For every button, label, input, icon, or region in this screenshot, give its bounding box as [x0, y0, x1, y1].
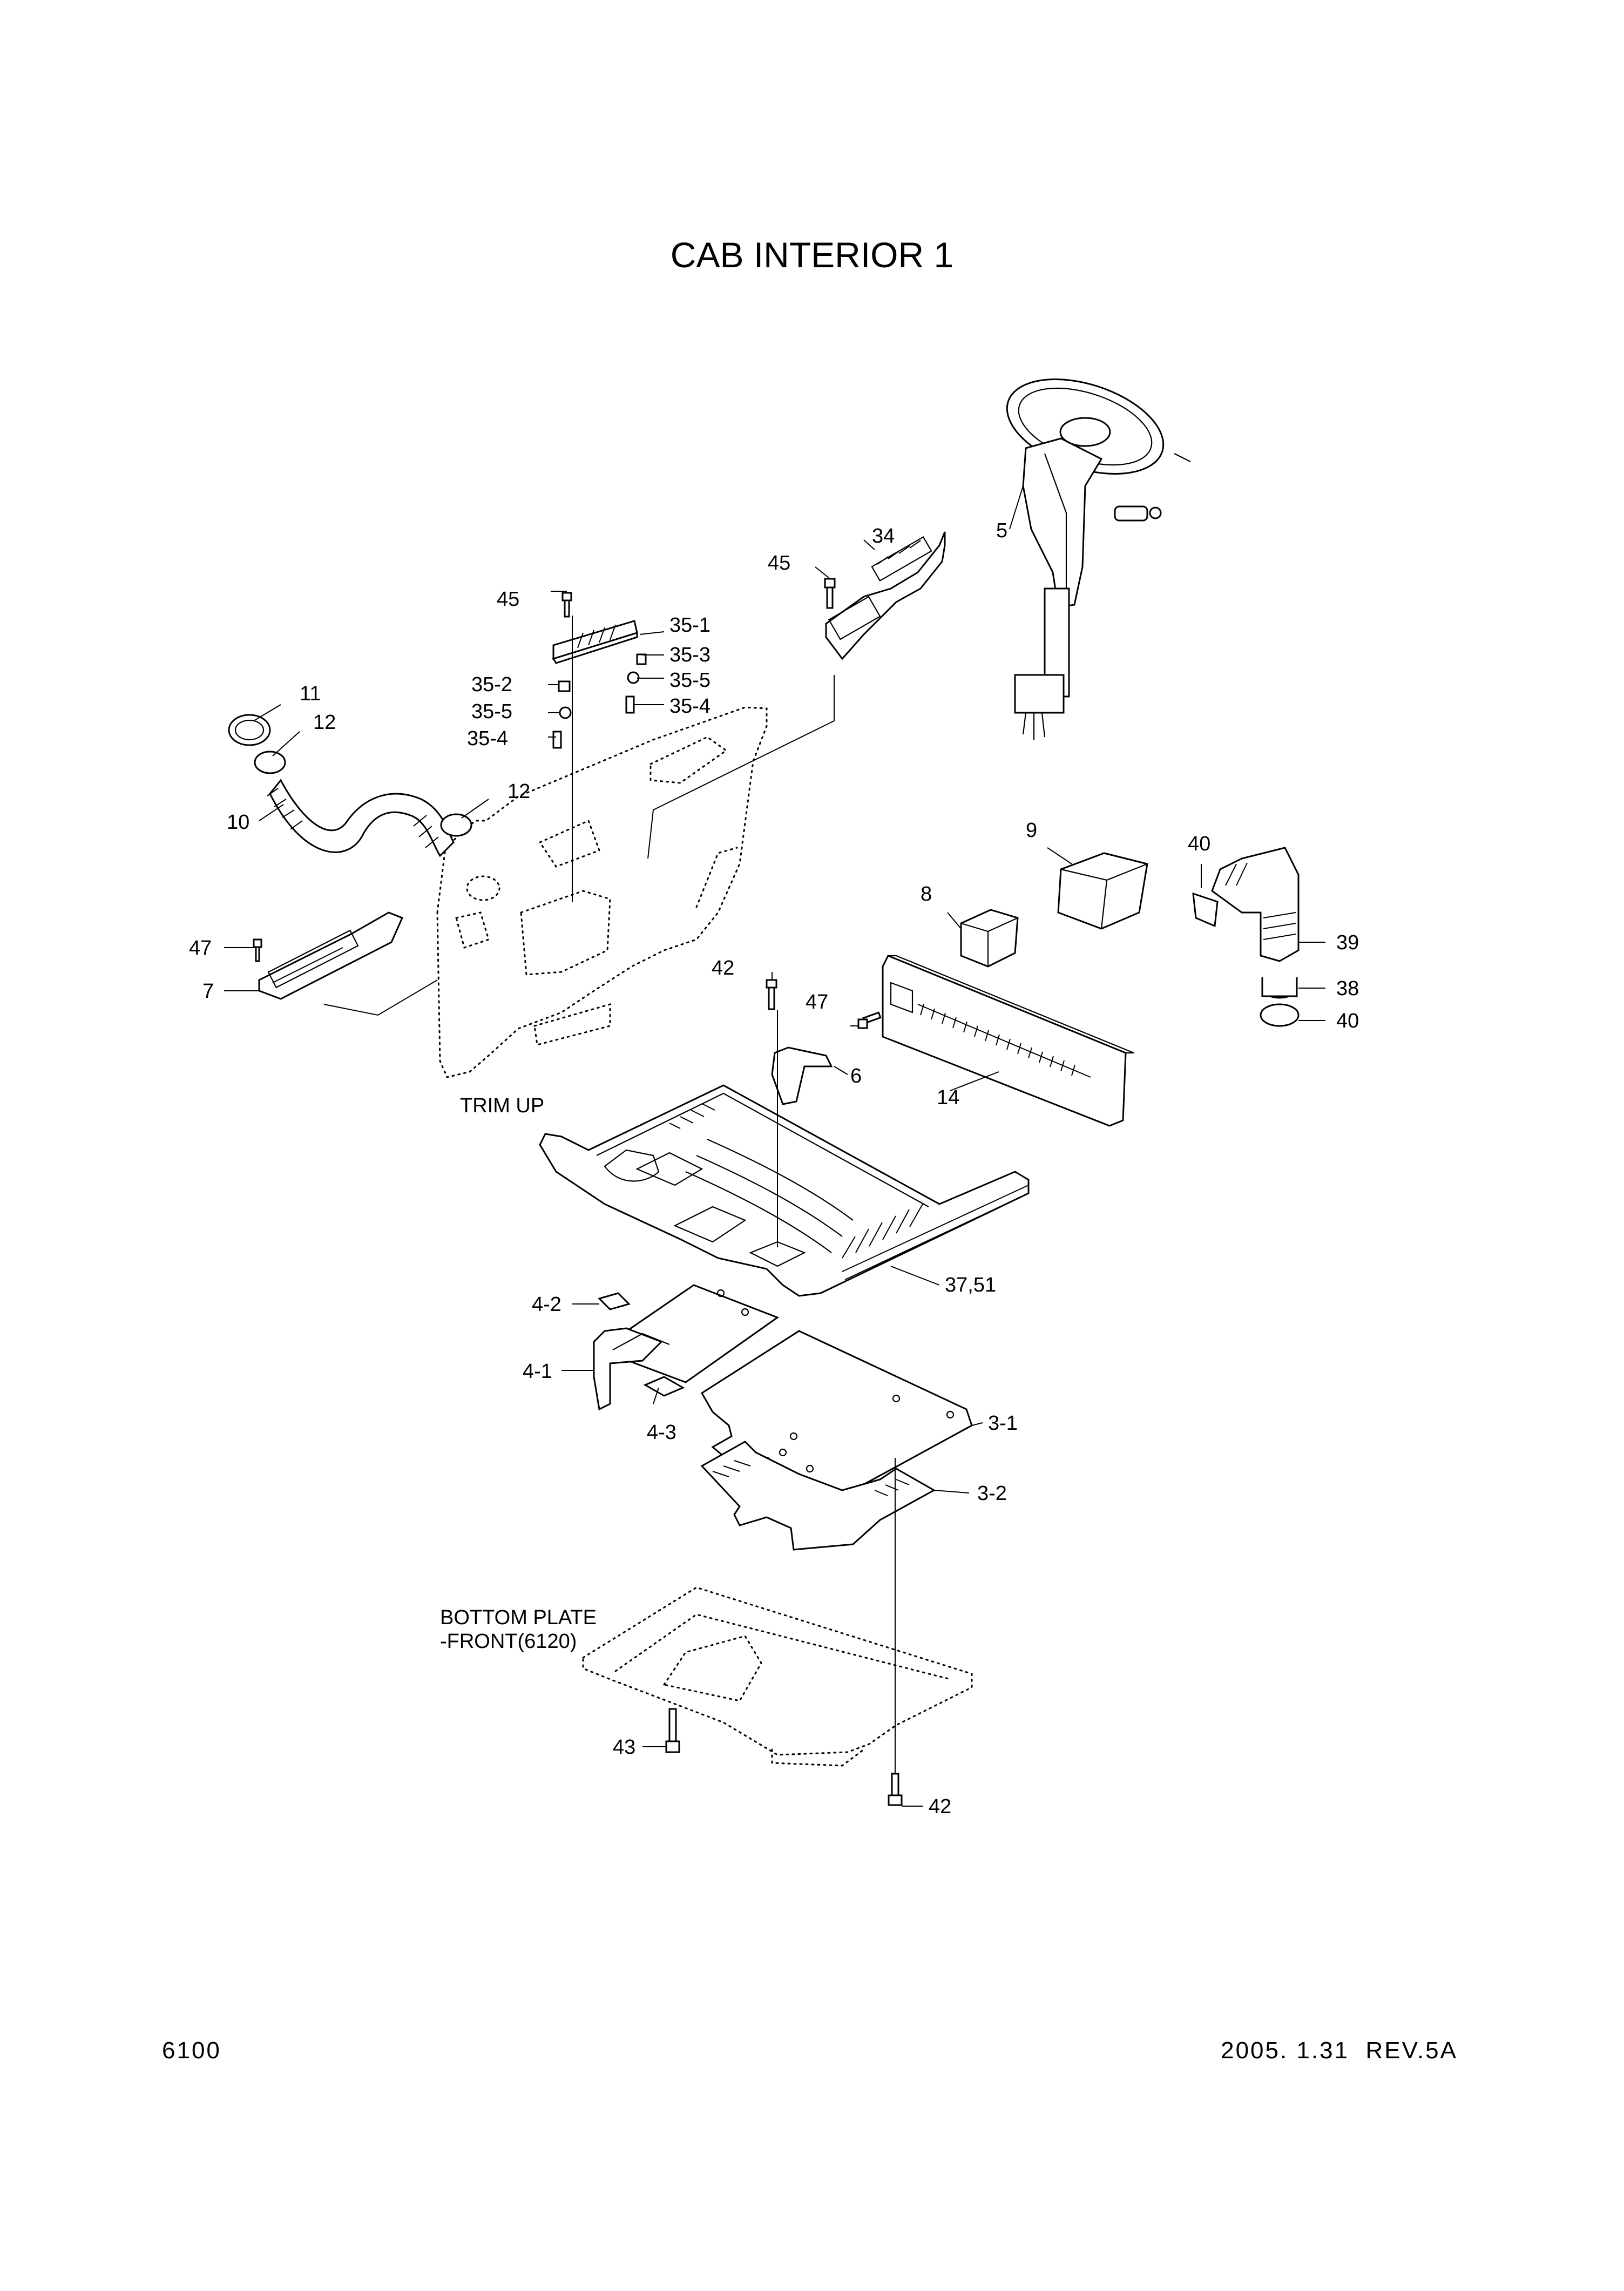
air-duct-8 [960, 909, 1019, 968]
front-panel-14 [882, 955, 1134, 1127]
callout-43: 43 [613, 1736, 635, 1759]
callout-35-5-right: 35-5 [669, 669, 710, 692]
bolt-42-upper [766, 979, 777, 1010]
callout-5: 5 [996, 519, 1007, 542]
callout-42-lower: 42 [929, 1795, 951, 1818]
duct-cap-38 [1261, 977, 1298, 999]
leader-lines [224, 485, 1325, 1807]
callout-labels: 34 45 45 5 35-1 35-3 35-2 35-5 35-5 35-4… [189, 519, 1359, 1818]
trim-up-panel-reference [436, 706, 768, 1078]
elbow-duct-39 [1211, 847, 1300, 962]
console-base-plate-4 [593, 1284, 780, 1411]
diagram-title: CAB INTERIOR 1 [671, 235, 953, 275]
callout-40-upper: 40 [1188, 833, 1210, 855]
callout-4-1: 4-1 [523, 1360, 552, 1383]
duct-nozzle-40-lower [1260, 1003, 1300, 1027]
callout-42-upper: 42 [712, 957, 734, 979]
floor-mat-37-51 [539, 1084, 1030, 1297]
steering-column-part [1006, 379, 1191, 740]
callout-6: 6 [850, 1065, 862, 1087]
callout-14: 14 [937, 1086, 959, 1109]
callout-35-4-right: 35-4 [669, 695, 710, 718]
callout-4-3: 4-3 [647, 1421, 676, 1444]
callout-11: 11 [300, 682, 321, 705]
note-bottom-plate-line2: -FRONT(6120) [440, 1630, 577, 1653]
note-trim-up: TRIM UP [460, 1094, 544, 1117]
callout-40-lower: 40 [1336, 1010, 1359, 1032]
callout-35-3: 35-3 [669, 644, 710, 666]
callout-9: 9 [1026, 819, 1037, 842]
clip-4-3 [643, 1376, 685, 1397]
callout-47-left: 47 [189, 937, 212, 959]
clip-4-2 [598, 1292, 631, 1310]
callout-34: 34 [872, 525, 895, 548]
callout-38: 38 [1336, 977, 1359, 1000]
bolt-45-upper-right [824, 578, 836, 609]
bottom-plate-front-reference [582, 1586, 973, 1767]
hose-clamp-12-lower [440, 813, 472, 837]
air-duct-7 [253, 911, 404, 1000]
vent-grille-assembly [552, 592, 647, 749]
callout-12-upper: 12 [313, 711, 336, 734]
duct-nozzle-40-upper [1192, 892, 1219, 928]
hose-clamp-11 [228, 714, 271, 746]
callout-4-2: 4-2 [532, 1293, 561, 1316]
callout-35-1: 35-1 [669, 614, 710, 637]
bolt-42-lower [888, 1773, 903, 1806]
callout-45-left: 45 [497, 588, 519, 611]
hose-clamp-12-upper [254, 751, 286, 774]
callout-35-2: 35-2 [471, 673, 512, 696]
floor-mat-3-2 [700, 1441, 936, 1551]
callout-7: 7 [202, 980, 214, 1003]
note-bottom-plate-line1: BOTTOM PLATE [440, 1606, 597, 1629]
callout-39: 39 [1336, 931, 1359, 954]
callout-35-5-left: 35-5 [471, 700, 512, 723]
callout-8: 8 [921, 883, 932, 905]
callout-3-1: 3-1 [988, 1412, 1018, 1435]
callout-3-2: 3-2 [977, 1482, 1007, 1505]
callout-12-lower: 12 [508, 780, 530, 803]
bracket-6 [771, 1046, 833, 1105]
callout-35-4-left: 35-4 [467, 727, 508, 750]
air-hose-part [267, 779, 455, 857]
bolt-47-right [857, 1011, 882, 1029]
trim-bracket-part [825, 531, 946, 660]
callout-45-right: 45 [768, 552, 790, 575]
callout-10: 10 [227, 811, 249, 834]
callout-47-right: 47 [806, 991, 828, 1013]
callout-37-51: 37,51 [945, 1274, 996, 1296]
page-number: 6100 [162, 2037, 221, 2064]
bolt-43 [665, 1708, 680, 1753]
revision-date: 2005. 1.31 REV.5A [1221, 2037, 1458, 2064]
air-duct-9 [1057, 852, 1148, 930]
